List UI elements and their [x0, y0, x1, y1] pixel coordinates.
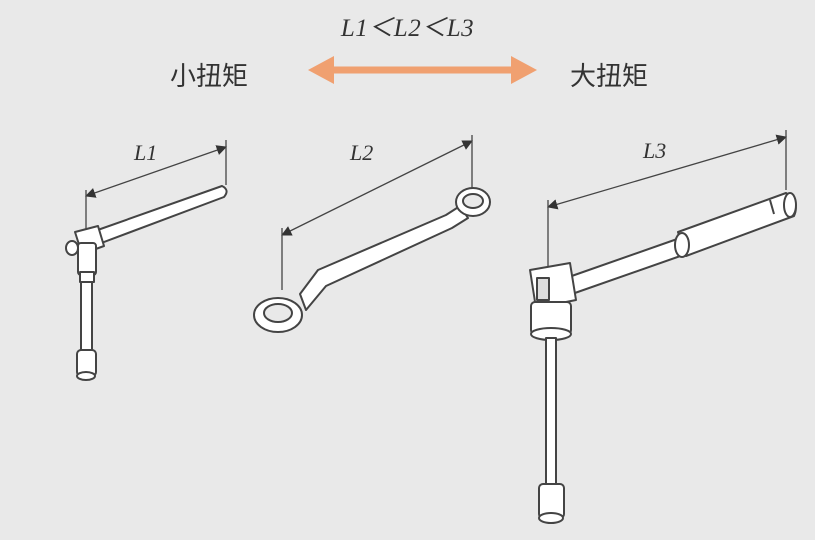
- t-handle-wrench: [65, 140, 228, 381]
- dimension-label-l1: L1: [134, 140, 158, 165]
- dimension-label-l3: L3: [643, 138, 667, 163]
- torque-wrench: [529, 130, 797, 524]
- large-torque-label: 大扭矩: [570, 62, 649, 92]
- length-relation-label: L1＜L2＜L3: [340, 15, 475, 42]
- dimension-line-l2: [281, 135, 473, 290]
- box-end-wrench: [253, 135, 491, 333]
- dimension-line-l3: [547, 130, 787, 268]
- torque-range-arrow: [308, 56, 537, 84]
- dimension-line-l1: [85, 140, 227, 232]
- dimension-label-l2: L2: [350, 140, 374, 165]
- small-torque-label: 小扭矩: [170, 62, 249, 92]
